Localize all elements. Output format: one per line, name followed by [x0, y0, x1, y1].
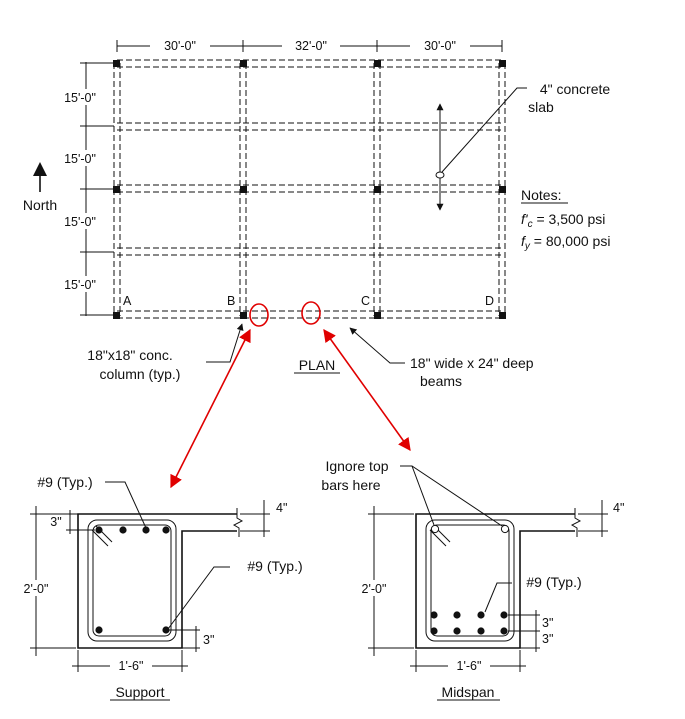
slab-span-arrow: 4" concrete slab: [435, 81, 611, 211]
midspan-stirrup-outer: [425, 519, 515, 642]
midspan-slab-thickness: 4": [613, 501, 624, 515]
midspan-ignore-line2: bars here: [321, 477, 380, 493]
fy-subscript: y: [524, 241, 531, 252]
columns: [113, 60, 506, 319]
support-section: #9 (Typ.) #9 (Typ.) 3" 3" 4" 2'-0" 1'-6"…: [20, 474, 303, 701]
midspan-width-dim: 1'-6": [457, 659, 482, 673]
column-label-b: B: [227, 294, 235, 308]
midspan-highlight-circle: [301, 301, 321, 325]
support-side-bar-callout: #9 (Typ.): [247, 558, 302, 574]
support-top-cover: 3": [50, 515, 61, 529]
plan-title: PLAN: [299, 357, 336, 373]
midspan-height-dim: 2'-0": [362, 582, 387, 596]
beam-callout: 18" wide x 24" deep beams: [349, 327, 534, 389]
dim-left-2: 15'-0": [64, 152, 96, 166]
column-callout: 18"x18" conc. column (typ.): [87, 323, 244, 382]
midspan-ignore-line1: Ignore top: [325, 458, 388, 474]
midspan-title: Midspan: [442, 684, 495, 700]
dim-top-3: 30'-0": [424, 39, 456, 53]
support-stirrup-outer: [87, 519, 177, 642]
fc-symbol: f': [521, 211, 529, 227]
dim-top-2: 32'-0": [295, 39, 327, 53]
support-top-bar-callout: #9 (Typ.): [37, 474, 92, 490]
fy-value: = 80,000 psi: [530, 233, 611, 249]
beam-callout-line1: 18" wide x 24" deep: [410, 355, 534, 371]
floor-plan: 30'-0" 32'-0" 30'-0" 15'-0" 15'-0" 15'-0…: [23, 37, 611, 489]
support-title: Support: [115, 684, 164, 700]
fy-symbol: f: [521, 233, 527, 249]
fc-value: = 3,500 psi: [533, 211, 606, 227]
column-callout-line2: column (typ.): [100, 366, 181, 382]
midspan-cover-2: 3": [542, 632, 553, 646]
support-stirrup-inner: [92, 524, 172, 637]
north-label: North: [23, 197, 57, 213]
midspan-stirrup-inner: [430, 524, 510, 637]
midspan-cover-1: 3": [542, 616, 553, 630]
support-detail-arrow: [170, 328, 251, 489]
midspan-section: Ignore top bars here #9 (Typ.) 4" 3" 3" …: [321, 458, 624, 701]
fc-subscript: c: [528, 219, 533, 230]
support-height-dim: 2'-0": [24, 582, 49, 596]
column-label-a: A: [123, 294, 132, 308]
midspan-beam-outline: [415, 513, 575, 649]
notes-block: Notes: f'c = 3,500 psi fy = 80,000 psi: [521, 187, 610, 252]
support-bottom-cover: 3": [203, 633, 214, 647]
north-arrow-icon: [33, 162, 47, 176]
midspan-bar-callout: #9 (Typ.): [526, 574, 581, 590]
column-label-c: C: [361, 294, 370, 308]
support-highlight-circle: [249, 303, 269, 327]
dim-top-1: 30'-0": [164, 39, 196, 53]
note-fc: f'c = 3,500 psi: [521, 211, 605, 230]
note-fy: fy = 80,000 psi: [521, 233, 610, 252]
midspan-detail-arrow: [323, 328, 411, 452]
support-width-dim: 1'-6": [119, 659, 144, 673]
dim-left-4: 15'-0": [64, 278, 96, 292]
support-slab-thickness: 4": [276, 501, 287, 515]
column-label-d: D: [485, 294, 494, 308]
slab-callout-line1: 4" concrete: [540, 81, 611, 97]
north-arrow: North: [23, 162, 57, 213]
left-dimension-line: 15'-0" 15'-0" 15'-0" 15'-0": [56, 62, 114, 316]
support-beam-outline: [77, 513, 237, 649]
column-callout-line1: 18"x18" conc.: [87, 347, 172, 363]
vertical-beams: [113, 63, 506, 316]
notes-heading: Notes:: [521, 187, 561, 203]
horizontal-beams: [117, 59, 502, 319]
dim-left-1: 15'-0": [64, 91, 96, 105]
beam-callout-line2: beams: [420, 373, 462, 389]
slab-callout-line2: slab: [528, 99, 554, 115]
top-dimension-line: 30'-0" 32'-0" 30'-0": [116, 37, 503, 53]
dim-left-3: 15'-0": [64, 215, 96, 229]
